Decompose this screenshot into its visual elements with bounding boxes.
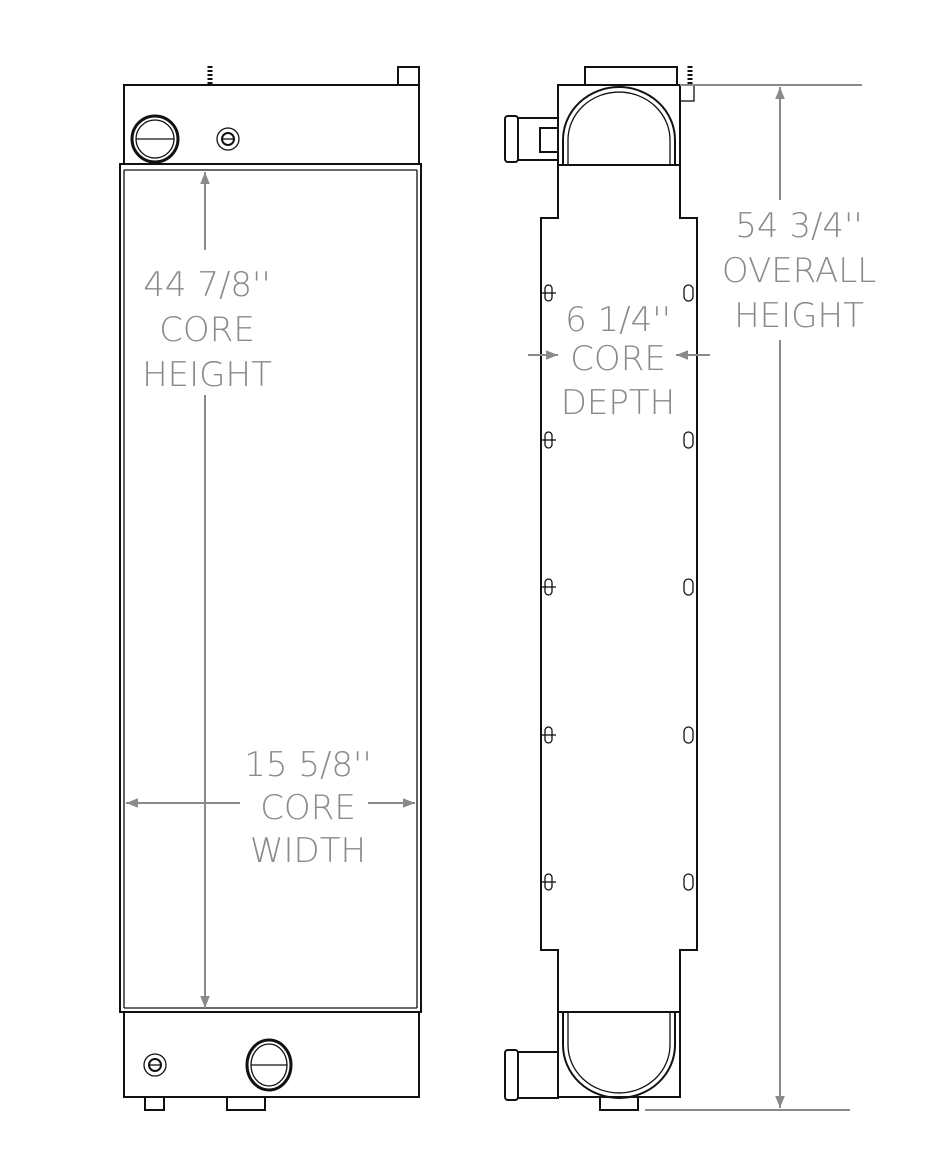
slot-right-icon [683, 284, 694, 302]
core-height-value: 44 7/8'' [143, 265, 270, 305]
core-width-label-1: CORE [260, 788, 356, 828]
core-height-label-2: HEIGHT [142, 355, 272, 395]
overall-height-label-1: OVERALL [722, 251, 876, 291]
slot-right-icon [683, 578, 694, 596]
port-plug-icon [216, 127, 240, 151]
filler-cap-icon [130, 114, 180, 164]
side-top-tank [504, 66, 695, 166]
top-tank [123, 66, 420, 165]
core-height-label-1: CORE [159, 310, 255, 350]
front-view: 44 7/8'' CORE HEIGHT 15 5/8'' CORE WIDTH [119, 66, 422, 1111]
core-depth-value: 6 1/4'' [565, 300, 671, 340]
side-view: 6 1/4'' CORE DEPTH 54 3/4'' OVERALL HEIG… [504, 66, 876, 1111]
core-width-label-2: WIDTH [250, 831, 366, 871]
side-bottom-tank [504, 1011, 681, 1111]
slot-right-icon [683, 873, 694, 891]
slot-right-icon [683, 431, 694, 449]
mounting-slots [541, 284, 694, 891]
overall-height-label-2: HEIGHT [734, 296, 864, 336]
side-core-body [540, 165, 698, 1013]
drain-plug-icon [143, 1053, 167, 1077]
core-depth-label-1: CORE [570, 339, 666, 379]
core-depth-label-2: DEPTH [561, 383, 676, 423]
outlet-cap-icon [245, 1038, 293, 1092]
slot-right-icon [683, 726, 694, 744]
core-width-value: 15 5/8'' [244, 745, 371, 785]
overall-height-value: 54 3/4'' [735, 206, 862, 246]
bottom-tank [123, 1011, 420, 1111]
